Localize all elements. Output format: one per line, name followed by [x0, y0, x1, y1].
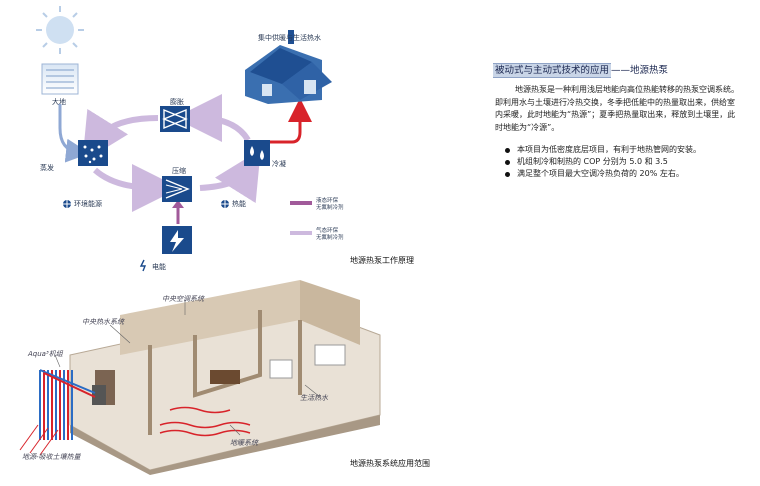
label-floor-heating: 地暖系统	[230, 439, 258, 447]
label-evaporate: 蒸发	[40, 164, 54, 172]
cycle-arrow-top-left	[82, 108, 159, 163]
ground-panel-icon	[41, 63, 79, 95]
heat-energy-icon	[221, 200, 229, 208]
cycle-arrow-top-right	[174, 94, 251, 143]
legend-gas-line2: 无氟制冷剂	[316, 235, 344, 241]
description-paragraph: 地源热泵是一种利用浅层地能向高位热能转移的热泵空调系统。即利用水与土壤进行冷热交…	[495, 85, 739, 132]
list-item: 满足整个项目最大空调冷热负荷的 20% 左右。	[503, 168, 701, 180]
label-central-ac: 中央空调系统	[162, 295, 204, 303]
label-central-heating: 集中供暖与生活热水	[258, 34, 321, 42]
house-icon	[245, 30, 332, 104]
legend-liquid-line1: 液态环保	[316, 198, 339, 204]
label-expand: 膨胀	[170, 98, 184, 106]
label-heat-energy: 热能	[232, 200, 246, 208]
label-electric: 电能	[152, 263, 166, 271]
legend-gas-line1: 气态环保	[316, 228, 339, 234]
evaporator-icon	[78, 140, 108, 166]
env-energy-icon	[63, 200, 71, 208]
list-item: 本项目为低密度底层项目，有利于地热管网的安装。	[503, 144, 701, 156]
caption-principle: 地源热泵工作原理	[350, 256, 414, 265]
house-cutaway-illustration	[19, 280, 381, 475]
condense-to-house-arrow	[268, 98, 312, 144]
section-title-rest: ——地源热泵	[611, 65, 669, 76]
cycle-arrow-bottom-right	[199, 149, 261, 204]
cycle-arrow-bottom-left	[92, 163, 180, 212]
sun-icon	[36, 6, 84, 54]
bullet-icon	[505, 148, 510, 153]
electric-small-icon	[139, 259, 147, 272]
heat-pump-principle-diagram	[36, 6, 332, 272]
label-compress: 压缩	[172, 167, 186, 175]
condenser-icon	[244, 140, 270, 166]
label-central-hot-water: 中央热水系统	[82, 318, 124, 326]
bullet-icon	[505, 172, 510, 177]
label-env-energy: 环境能源	[74, 200, 102, 208]
section-title: 被动式与主动式技术的应用——地源热泵	[493, 62, 669, 78]
bullet-icon	[505, 160, 510, 165]
label-hot-water: 生活热水	[300, 394, 328, 402]
electric-energy-icon	[162, 226, 192, 254]
caption-application: 地源热泵系统应用范围	[350, 459, 430, 468]
section-title-highlight: 被动式与主动式技术的应用	[493, 63, 612, 78]
list-item: 机组制冷和制热的 COP 分别为 5.0 和 3.5	[503, 156, 701, 168]
expand-valve-icon	[160, 106, 190, 132]
compressor-icon	[162, 176, 192, 202]
label-ground-absorb: 地源-吸收土壤热量	[22, 453, 81, 461]
label-aqua-unit: Aqua³机组	[28, 350, 63, 358]
label-earth: 大地	[52, 98, 66, 106]
label-condense: 冷凝	[272, 160, 286, 168]
earth-to-evaporate-arrow	[58, 104, 90, 163]
feature-list: 本项目为低密度底层项目，有利于地热管网的安装。 机组制冷和制热的 COP 分别为…	[503, 144, 701, 180]
legend-liquid-line2: 无氟制冷剂	[316, 205, 344, 211]
